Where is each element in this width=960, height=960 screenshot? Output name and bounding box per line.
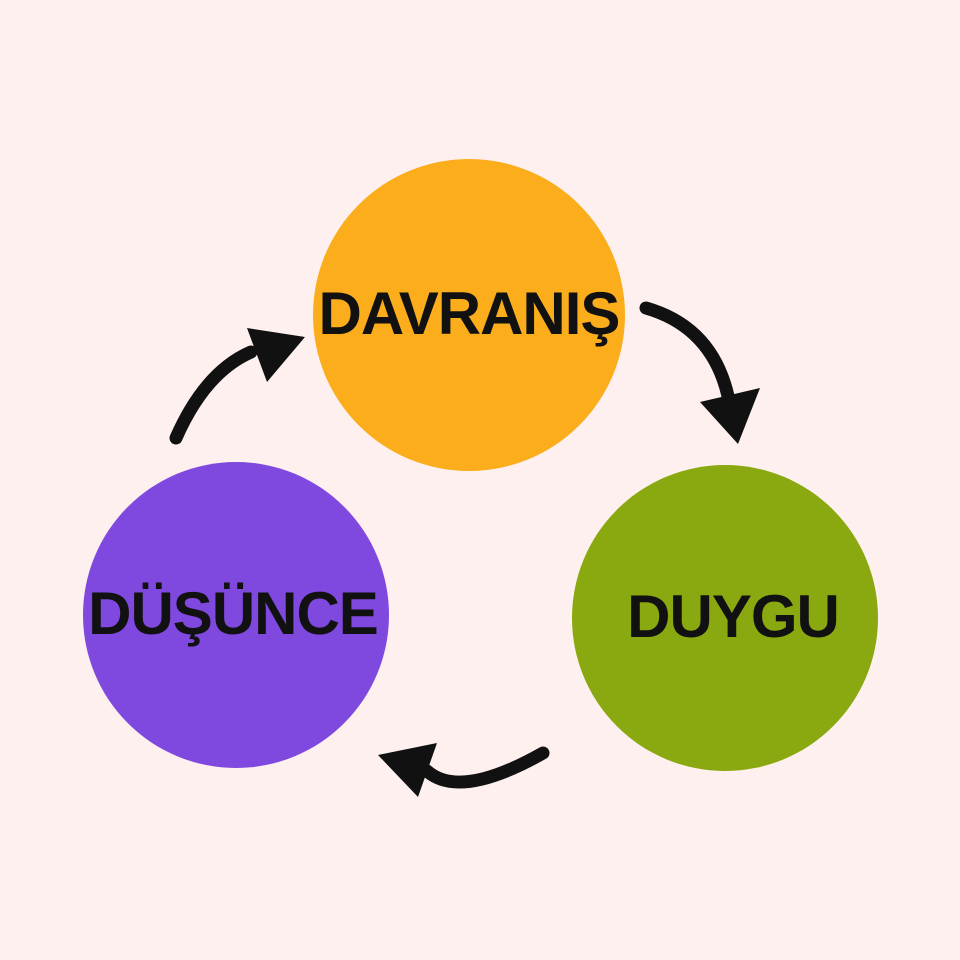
node-dusunce-circle: [83, 462, 389, 768]
node-dusunce: DÜŞÜNCE: [83, 462, 389, 768]
arrow-duygu-to-dusunce-shaft: [420, 746, 550, 789]
node-davranis-label: DAVRANIŞ: [319, 280, 620, 347]
arrow-davranis-to-duygu-head-icon: [700, 388, 760, 444]
arrow-dusunce-to-davranis-shaft: [169, 345, 258, 445]
arrow-dusunce-to-davranis: [169, 328, 305, 445]
arrow-davranis-to-duygu: [639, 301, 760, 444]
node-davranis: DAVRANIŞ: [313, 159, 625, 471]
arrow-duygu-to-dusunce-head-icon: [378, 743, 437, 797]
node-duygu-label: DUYGU: [627, 583, 839, 650]
node-dusunce-label: DÜŞÜNCE: [88, 580, 378, 647]
arrow-davranis-to-duygu-shaft: [639, 301, 735, 403]
arrow-duygu-to-dusunce: [378, 743, 550, 797]
arrow-dusunce-to-davranis-head-icon: [247, 328, 305, 382]
node-duygu: DUYGU: [572, 465, 878, 771]
node-duygu-circle: [572, 465, 878, 771]
node-davranis-circle: [313, 159, 625, 471]
